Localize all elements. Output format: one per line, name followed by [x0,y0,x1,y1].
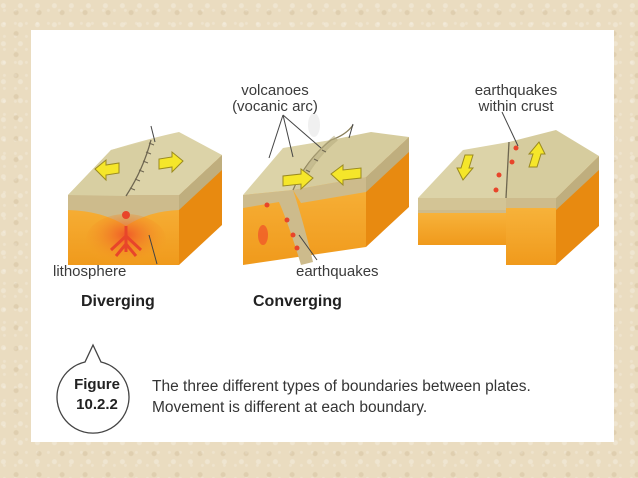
label-within-crust: within crust [478,98,554,115]
label-volcanoes: volcanoes [241,82,309,99]
diverge-arrow-right-icon [158,150,184,174]
label-earthquakes-within: earthquakes [474,82,558,99]
figure-number: 10.2.2 [76,396,118,413]
caption-line-1: The three different types of boundaries … [152,378,531,395]
converge-arrow-left-icon [330,164,362,187]
converging-block [243,113,409,265]
label-earthquakes: earthquakes [296,263,379,280]
transform-arrow-down-icon [456,154,475,181]
figure-panel: volcanoes (vocanic arc) earthquakes with… [31,30,614,442]
figure-word: Figure [74,376,120,393]
label-volcanic-arc: (vocanic arc) [232,98,318,115]
transform-arrow-up-icon [527,141,546,168]
figure-label: Figure 10.2.2 [67,375,127,415]
caption-line-2: Movement is different at each boundary. [152,399,428,416]
figure-badge [56,343,130,434]
transform-block [418,111,599,265]
diverging-block [68,125,222,266]
diverge-arrow-left-icon [94,158,120,182]
label-converging: Converging [253,293,342,310]
label-lithosphere: lithosphere [53,263,127,280]
plate-boundaries-diagram [56,111,599,434]
label-diverging: Diverging [81,293,155,310]
caption: The three different types of boundaries … [152,376,531,418]
converge-arrow-right-icon [282,168,314,191]
